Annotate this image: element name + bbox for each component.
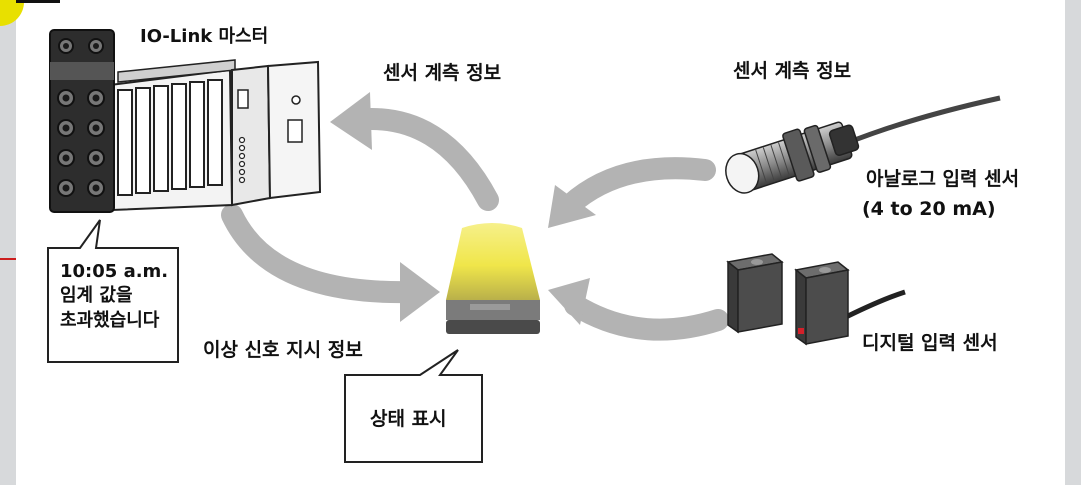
master-callout-bubble — [47, 219, 179, 363]
status-lamp — [446, 223, 540, 334]
callout-time: 10:05 a.m. — [60, 261, 169, 282]
analog-sensor-label: 아날로그 입력 센서 — [866, 168, 1020, 190]
callout-line2: 임계 값을 — [60, 285, 133, 307]
analog-sensor — [725, 95, 1001, 194]
io-link-master-device — [49, 29, 322, 213]
digital-sensor — [726, 253, 906, 346]
sensor-info-label-right: 센서 계측 정보 — [733, 60, 852, 82]
analog-sensor-range-label: (4 to 20 mA) — [862, 198, 996, 220]
master-callout-text: 10:05 a.m. 임계 값을 초과했습니다 — [60, 260, 168, 333]
left-side-band — [0, 0, 16, 485]
callout-line3: 초과했습니다 — [60, 309, 160, 331]
arrow-master-to-lamp — [221, 204, 440, 322]
digital-sensor-label: 디지털 입력 센서 — [862, 332, 998, 354]
right-side-band — [1065, 0, 1081, 485]
arrow-digital-to-lamp — [548, 278, 729, 341]
status-callout-bubble — [344, 349, 483, 463]
top-rule — [16, 0, 60, 3]
io-link-master-label: IO-Link 마스터 — [140, 26, 269, 47]
red-marker — [0, 258, 16, 260]
arrow-to-master — [330, 92, 499, 211]
status-display-label: 상태 표시 — [370, 408, 447, 430]
arrow-analog-to-lamp — [548, 157, 716, 228]
sensor-info-label-left: 센서 계측 정보 — [383, 62, 502, 84]
anomaly-info-label: 이상 신호 지시 정보 — [203, 339, 363, 361]
